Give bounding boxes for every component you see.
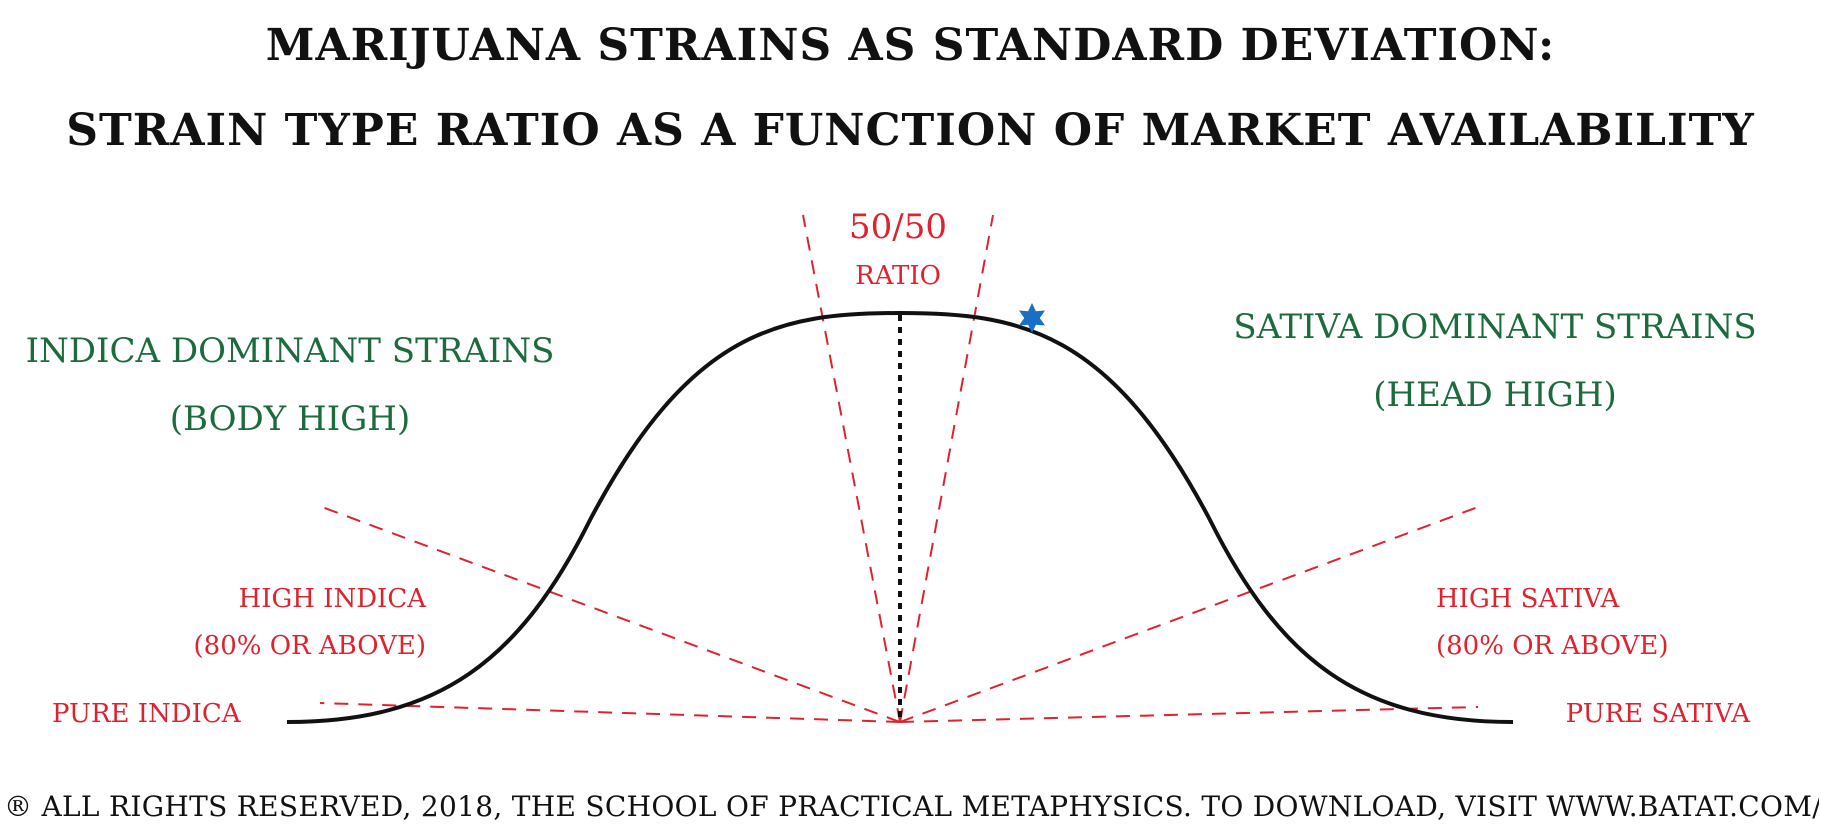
high-indica-range: (80% OR ABOVE) [194,631,426,661]
copyright-footer: ® ALL RIGHTS RESERVED, 2018, THE SCHOOL … [4,790,1819,823]
ray-pure-indica [319,702,901,723]
pure-sativa-label: PURE SATIVA [1566,699,1752,729]
title-line-2: STRAIN TYPE RATIO AS A FUNCTION OF MARKE… [66,105,1755,156]
ratio-rays [319,214,1479,723]
pure-indica-label: PURE INDICA [52,699,242,729]
high-sativa-label: HIGH SATIVA [1436,584,1620,614]
center-ratio-label: RATIO [855,261,941,291]
high-sativa-range: (80% OR ABOVE) [1436,631,1668,661]
indica-dominant-label: INDICA DOMINANT STRAINS [26,331,555,371]
ray-high-indica [321,506,901,723]
title-line-1: MARIJUANA STRAINS AS STANDARD DEVIATION: [265,20,1556,71]
star-icon [1019,303,1045,333]
ray-center-right [899,214,994,723]
high-indica-label: HIGH INDICA [239,584,428,614]
center-ratio-value: 50/50 [849,207,947,247]
sativa-dominant-label: SATIVA DOMINANT STRAINS [1233,307,1756,347]
ray-high-sativa [899,506,1479,723]
ray-center-left [802,214,901,723]
ray-pure-sativa [899,706,1479,723]
sativa-head-high-label: (HEAD HIGH) [1373,375,1617,415]
bell-curve [286,310,1514,724]
indica-body-high-label: (BODY HIGH) [170,399,410,439]
bell-curve-diagram: 50/50 RATIO INDICA DOMINANT STRAINS (BOD… [26,207,1757,729]
